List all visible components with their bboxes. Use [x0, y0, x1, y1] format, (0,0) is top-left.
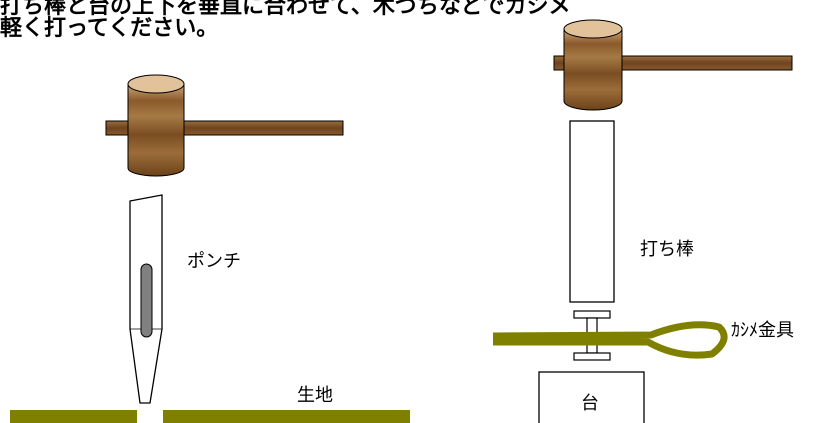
fabric — [10, 410, 410, 423]
label-punch: ポンチ — [187, 251, 241, 272]
fabric-right-segment — [163, 410, 410, 423]
label-fabric: 生地 — [297, 385, 333, 406]
setter-rod — [569, 120, 615, 303]
instruction-text-clipped: 打ち棒と台の上下を垂直に合わせて、木づちなどでカシメ — [0, 0, 571, 19]
rivet-cap-top — [573, 310, 611, 319]
mallet-head-top — [127, 74, 185, 94]
label-rod: 打ち棒 — [640, 239, 694, 260]
mallet-left — [105, 74, 344, 177]
label-stand: 台 — [581, 393, 599, 414]
mallet-head — [563, 28, 623, 111]
label-rivet: ｶｼﾒ金具 — [731, 320, 794, 341]
rivet-assembly — [492, 310, 728, 361]
mallet-right — [553, 19, 793, 111]
folded-fabric — [492, 321, 728, 359]
mallet-head-top — [563, 19, 623, 39]
punch — [129, 194, 163, 404]
rivet-cap-bottom — [573, 352, 611, 361]
punch-slot — [140, 263, 153, 338]
fabric-left-segment — [10, 410, 137, 423]
instruction-text: 軽く打ってください。 — [0, 16, 219, 41]
mallet-head — [127, 83, 185, 177]
stand — [538, 371, 645, 423]
